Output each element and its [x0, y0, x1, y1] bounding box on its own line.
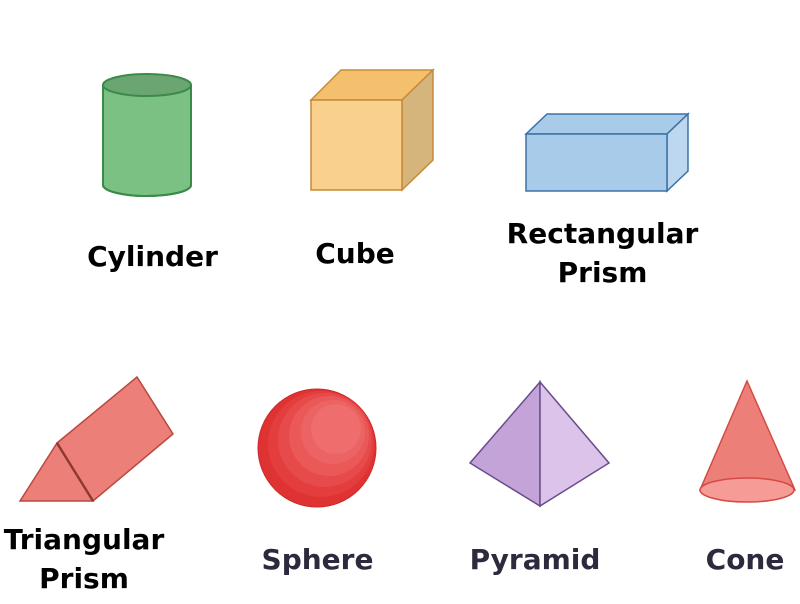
- cube-shape: [309, 68, 435, 192]
- cylinder-shape: [102, 73, 192, 197]
- rectangular-prism-label-line1: Rectangular: [506, 217, 699, 250]
- triangular-prism-label-line1: Triangular: [3, 523, 165, 556]
- sphere-shape: [257, 388, 377, 508]
- pyramid-label: Pyramid: [469, 543, 601, 576]
- pyramid-shape: [468, 379, 611, 508]
- sphere-label: Sphere: [261, 543, 374, 576]
- cone-label: Cone: [705, 543, 785, 576]
- triangular-prism-label-line2: Prism: [39, 562, 129, 595]
- triangular-prism-shape: [18, 375, 174, 503]
- cylinder-label: Cylinder: [87, 240, 218, 273]
- cone-shape: [698, 379, 797, 503]
- rectangular-prism-shape: [524, 112, 690, 193]
- rectangular-prism-label-line2: Prism: [557, 256, 648, 289]
- cube-label: Cube: [315, 237, 395, 270]
